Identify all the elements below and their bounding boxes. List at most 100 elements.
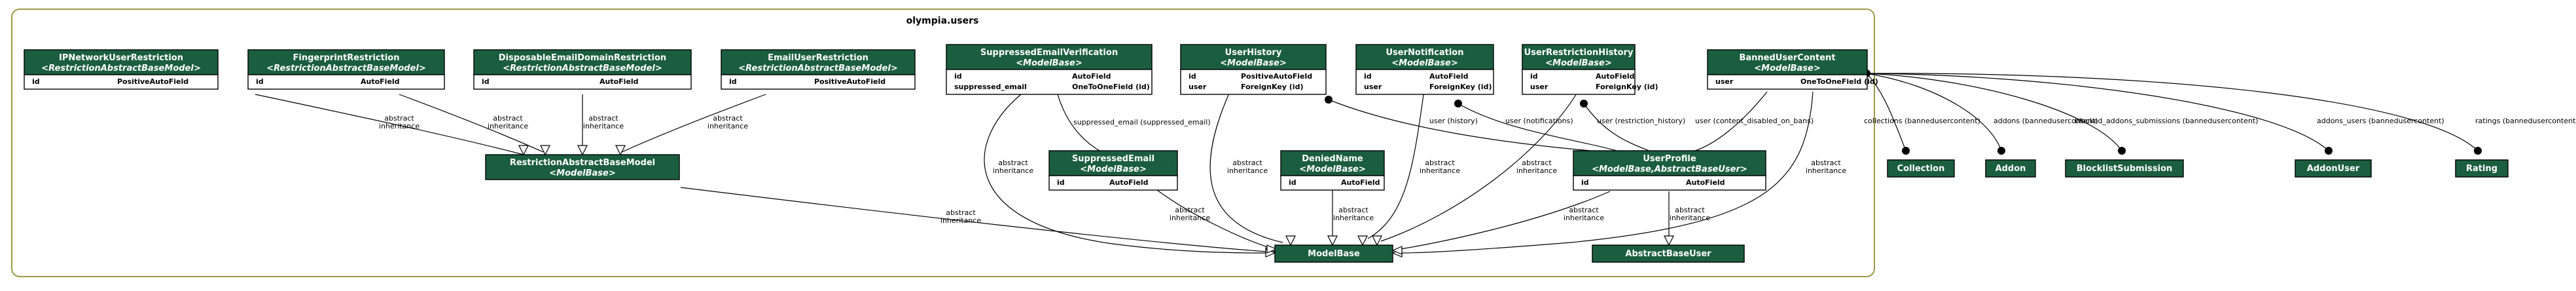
class-base: <ModelBase> bbox=[1220, 58, 1286, 68]
package-frame bbox=[11, 9, 1875, 277]
class-rating[interactable]: Rating bbox=[2455, 159, 2509, 178]
relation-label: addons (bannedusercontent) bbox=[1994, 117, 2098, 125]
class-suppver[interactable]: SuppressedEmailVerification<ModelBase>id… bbox=[946, 44, 1153, 95]
class-header bbox=[1522, 44, 1636, 70]
class-header bbox=[473, 49, 692, 75]
inheritance-label: inheritance bbox=[1333, 214, 1374, 222]
class-header bbox=[247, 49, 445, 75]
class-addonuser[interactable]: AddonUser bbox=[2295, 159, 2372, 178]
inheritance-arrowhead bbox=[1391, 246, 1403, 255]
inheritance-label: abstract bbox=[588, 114, 618, 123]
inheritance-arrowhead bbox=[540, 145, 550, 156]
field-name: user bbox=[1364, 83, 1382, 91]
class-header bbox=[1180, 44, 1327, 70]
class-name: EmailUserRestriction bbox=[768, 53, 868, 63]
edge-banned-collection bbox=[1866, 73, 1906, 151]
inheritance-label: inheritance bbox=[1516, 166, 1557, 175]
relation-label: user (restriction_history) bbox=[1597, 117, 1685, 125]
edge-notif-modelbase bbox=[1367, 90, 1425, 239]
class-fields bbox=[24, 74, 219, 90]
edge-profile-modelbase bbox=[1400, 191, 1611, 250]
class-fingerprint[interactable]: FingerprintRestriction<RestrictionAbstra… bbox=[247, 49, 445, 90]
class-modelbase[interactable]: ModelBase bbox=[1274, 244, 1393, 263]
inheritance-label: abstract bbox=[1522, 159, 1552, 167]
class-disposable[interactable]: DisposableEmailDomainRestriction<Restric… bbox=[473, 49, 692, 90]
field-type: PositiveAutoField bbox=[117, 77, 188, 86]
inheritance-label: abstract bbox=[1175, 206, 1205, 214]
class-base: <ModelBase> bbox=[1080, 165, 1146, 174]
relation-endpoint bbox=[2474, 147, 2482, 155]
relation-label: user (notifications) bbox=[1505, 117, 1573, 125]
class-collection[interactable]: Collection bbox=[1887, 159, 1955, 178]
inheritance-label: abstract bbox=[1232, 159, 1262, 167]
class-blocklist[interactable]: BlocklistSubmission bbox=[2065, 159, 2184, 178]
class-name: Collection bbox=[1897, 164, 1945, 174]
edge-history-modelbase bbox=[1209, 90, 1283, 243]
class-name: UserNotification bbox=[1386, 48, 1464, 58]
class-emailrestr[interactable]: EmailUserRestriction<RestrictionAbstract… bbox=[721, 49, 916, 90]
inheritance-label: abstract bbox=[1811, 159, 1841, 167]
inheritance-label: abstract bbox=[1675, 206, 1705, 214]
class-addon[interactable]: Addon bbox=[1985, 159, 2036, 178]
inheritance-arrowhead bbox=[518, 145, 529, 156]
class-header bbox=[2065, 159, 2184, 178]
class-name: IPNetworkUserRestriction bbox=[59, 53, 183, 63]
edge-restrhist-modelbase bbox=[1380, 90, 1579, 242]
inheritance-label: inheritance bbox=[940, 216, 981, 225]
class-fields bbox=[1180, 69, 1327, 95]
class-abu[interactable]: AbstractBaseUser bbox=[1592, 244, 1745, 263]
class-header bbox=[1355, 44, 1494, 70]
class-name: RestrictionAbstractBaseModel bbox=[510, 158, 655, 168]
class-name: DeniedName bbox=[1302, 154, 1363, 164]
class-fields bbox=[1355, 69, 1494, 95]
relation-label: collections (bannedusercontent) bbox=[1864, 117, 1980, 125]
inheritance-arrowhead bbox=[1285, 235, 1296, 246]
class-base: <ModelBase,AbstractBaseUser> bbox=[1592, 165, 1747, 174]
field-type: AutoField bbox=[1072, 72, 1111, 81]
edge-suppemail-modelbase bbox=[1151, 185, 1270, 248]
class-restrbase[interactable]: RestrictionAbstractBaseModel<ModelBase> bbox=[485, 154, 680, 180]
inheritance-arrowhead bbox=[1266, 244, 1278, 254]
inheritance-label: abstract bbox=[1569, 206, 1599, 214]
inheritance-label: abstract bbox=[713, 114, 743, 123]
inheritance-label: inheritance bbox=[379, 122, 420, 130]
class-fields bbox=[247, 74, 445, 90]
class-name: Rating bbox=[2466, 164, 2497, 174]
field-name: id bbox=[1189, 72, 1196, 81]
class-base: <ModelBase> bbox=[1299, 165, 1365, 174]
inheritance-label: inheritance bbox=[1564, 214, 1604, 222]
edge-banned-profile bbox=[1694, 91, 1768, 151]
class-fields bbox=[946, 69, 1153, 95]
inheritance-arrowhead bbox=[1327, 235, 1338, 246]
class-fields bbox=[1280, 175, 1385, 191]
inheritance-arrowhead bbox=[1357, 235, 1368, 246]
class-name: FingerprintRestriction bbox=[293, 53, 400, 63]
class-header bbox=[1048, 150, 1178, 176]
inheritance-arrowhead bbox=[1664, 235, 1674, 246]
package-title: olympia.users bbox=[906, 16, 979, 26]
edge-banned-modelbase bbox=[1400, 91, 1814, 254]
inheritance-label: abstract bbox=[1425, 159, 1455, 167]
field-type: PositiveAutoField bbox=[814, 77, 885, 86]
field-type: AutoField bbox=[1686, 178, 1725, 187]
field-name: id bbox=[1364, 72, 1372, 81]
class-name: ModelBase bbox=[1308, 249, 1360, 259]
class-header bbox=[1707, 49, 1868, 75]
class-fields bbox=[1048, 175, 1178, 191]
edge-history-profile bbox=[1328, 99, 1591, 151]
class-profile[interactable]: UserProfile<ModelBase,AbstractBaseUser>i… bbox=[1573, 150, 1766, 191]
class-base: <ModelBase> bbox=[1391, 58, 1458, 68]
relation-label: ratings (bannedusercontent) bbox=[2475, 117, 2576, 125]
relation-endpoint bbox=[1580, 100, 1588, 107]
relation-label: addons_users (bannedusercontent) bbox=[2317, 117, 2444, 125]
class-ipnet[interactable]: IPNetworkUserRestriction<RestrictionAbst… bbox=[24, 49, 219, 90]
class-base: <ModelBase> bbox=[1545, 58, 1611, 68]
field-type: ForeignKey (id) bbox=[1596, 83, 1658, 91]
inheritance-label: abstract bbox=[1338, 206, 1368, 214]
